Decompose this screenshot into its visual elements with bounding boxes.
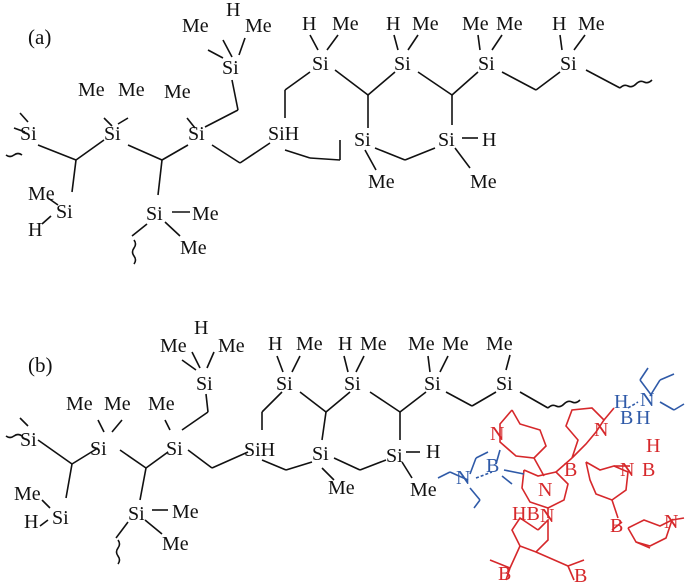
atom-label: SiH <box>268 123 299 145</box>
atom-label: Me <box>182 15 209 37</box>
blue-atoms: H B H N N B <box>456 389 654 489</box>
atom-label: H <box>302 13 316 35</box>
atom-label: Si <box>188 123 205 145</box>
red-atoms: N B N N N H B B N HB N B B <box>490 419 678 585</box>
atom-label: Me <box>412 13 439 35</box>
atom-label: Si <box>166 438 183 460</box>
atom-label: H <box>426 441 440 463</box>
atom-label: Me <box>470 171 497 193</box>
atom-label: Si <box>344 373 361 395</box>
panel-a-label: (a) <box>28 25 51 49</box>
atom-label: Si <box>20 123 37 145</box>
atom-label: Si <box>276 373 293 395</box>
atom-label: Me <box>462 13 489 35</box>
atom-label: Me <box>160 335 187 357</box>
atom-label: Si <box>146 203 163 225</box>
atom-label: H <box>268 333 282 355</box>
atom-label: Me <box>14 483 41 505</box>
atom-label: Me <box>296 333 323 355</box>
atom-label: B <box>564 459 577 481</box>
atom-label: Me <box>180 237 207 259</box>
atom-label: Me <box>78 79 105 101</box>
atom-label: Si <box>52 507 69 529</box>
amine-borane-groups <box>437 367 685 509</box>
atom-label: Me <box>578 13 605 35</box>
panel-a-bonds <box>5 34 653 265</box>
atom-label: Me <box>172 501 199 523</box>
atom-label: N <box>456 467 470 489</box>
atom-label: Me <box>192 203 219 225</box>
atom-label: Me <box>408 333 435 355</box>
atom-label: Me <box>328 477 355 499</box>
atom-label: N <box>640 389 654 411</box>
atom-label: H <box>614 391 628 413</box>
atom-label: H <box>386 13 400 35</box>
atom-label: HB <box>512 503 540 525</box>
atom-label: Me <box>118 79 145 101</box>
panel-b-label: (b) <box>28 353 53 377</box>
atom-label: Me <box>245 15 272 37</box>
atom-label: Si <box>478 53 495 75</box>
atom-label: Si <box>354 129 371 151</box>
atom-label: N <box>540 505 554 527</box>
atom-label: Me <box>496 13 523 35</box>
atom-label: Me <box>66 393 93 415</box>
atom-label: Me <box>164 81 191 103</box>
atom-label: Si <box>438 129 455 151</box>
atom-label: Si <box>104 123 121 145</box>
atom-label: Me <box>332 13 359 35</box>
atom-label: Si <box>20 429 37 451</box>
atom-label: Si <box>312 53 329 75</box>
atom-label: Me <box>162 533 189 555</box>
atom-label: Si <box>128 503 145 525</box>
atom-label: Me <box>360 333 387 355</box>
atom-label: B <box>498 563 511 585</box>
atom-label: N <box>594 419 608 441</box>
piperidine-borane-network <box>489 407 685 581</box>
panel-b-atoms: Si Si Me H Si Me Me Si Me Si Me Me Si Me… <box>14 317 513 555</box>
atom-label: H <box>646 435 660 457</box>
atom-label: Si <box>394 53 411 75</box>
atom-label: Si <box>424 373 441 395</box>
atom-label: Me <box>148 393 175 415</box>
atom-label: Si <box>386 445 403 467</box>
atom-label: B <box>620 407 633 429</box>
atom-label: H <box>636 407 650 429</box>
atom-label: H <box>482 129 496 151</box>
atom-label: Me <box>410 479 437 501</box>
atom-label: H <box>24 511 38 533</box>
atom-label: Si <box>496 373 513 395</box>
panel-a-atoms: Si Si Me H Si Me Me Si Me Si Me Me Si Me… <box>20 0 605 259</box>
atom-label: Me <box>442 333 469 355</box>
atom-label: B <box>610 515 623 537</box>
atom-label: N <box>490 423 504 445</box>
atom-label: Si <box>56 201 73 223</box>
atom-label: H <box>226 0 240 21</box>
atom-label: B <box>642 459 655 481</box>
atom-label: Si <box>90 438 107 460</box>
atom-label: SiH <box>244 439 275 461</box>
atom-label: H <box>194 317 208 339</box>
atom-label: N <box>620 459 634 481</box>
atom-label: Si <box>560 53 577 75</box>
atom-label: N <box>538 479 552 501</box>
atom-label: H <box>552 13 566 35</box>
atom-label: Me <box>368 171 395 193</box>
atom-label: Si <box>222 57 239 79</box>
panel-b-bonds <box>5 351 581 565</box>
atom-label: Si <box>312 443 329 465</box>
atom-label: Me <box>486 333 513 355</box>
atom-label: B <box>486 455 499 477</box>
atom-label: Me <box>218 335 245 357</box>
atom-label: N <box>664 511 678 533</box>
atom-label: H <box>338 333 352 355</box>
atom-label: Me <box>104 393 131 415</box>
atom-label: B <box>574 565 587 585</box>
atom-label: H <box>28 219 42 241</box>
atom-label: Si <box>196 373 213 395</box>
atom-label: Me <box>28 183 55 205</box>
